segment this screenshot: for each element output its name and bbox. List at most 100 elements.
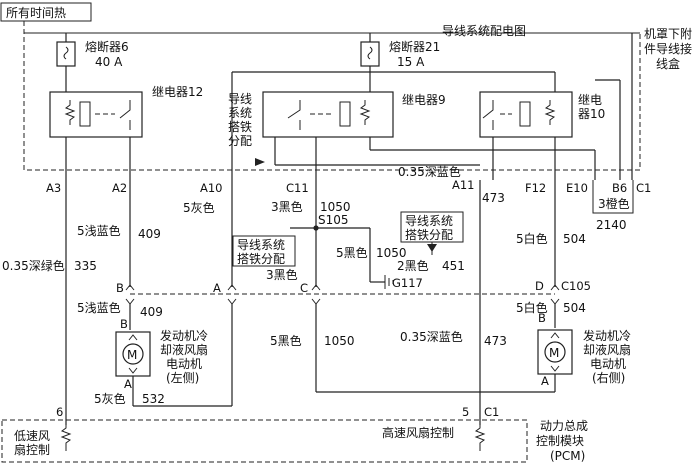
motor-right-circle — [544, 341, 566, 363]
pin-e10: E10 — [566, 181, 588, 195]
ground-box2-line2: 搭铁分配 — [405, 228, 453, 242]
pcm-name-1: 动力总成 — [540, 419, 588, 433]
bus-label: 导线系统配电图 — [442, 24, 526, 38]
pin-b6: B6 — [612, 181, 627, 195]
label-w1050c: 5黑色 — [270, 334, 302, 348]
motor-right-name-3: 电动机 — [590, 357, 626, 371]
pcm-pin-5: 5 — [462, 405, 469, 419]
ground-box1 — [232, 235, 296, 267]
pcm-name-2: 控制模块 — [536, 434, 584, 448]
motor-left-name-1: 发动机冷 — [160, 328, 208, 343]
pcm-pin-c1: C1 — [484, 405, 499, 419]
label-w409b: 5浅蓝色 — [77, 301, 121, 315]
motor-left-pin-b: B — [120, 317, 128, 331]
label-n1050a: 1050 — [320, 200, 351, 214]
relay12-switch — [119, 100, 131, 130]
motor-right-pin-b: B — [538, 311, 546, 325]
high-speed-label: 高速风扇控制 — [382, 425, 454, 440]
ground-note-3: 搭铁 — [228, 120, 252, 134]
conn-b-arrow-lower — [125, 298, 135, 305]
relay12-label: 继电器12 — [152, 85, 203, 99]
conn-a-arrow — [227, 284, 237, 291]
conn-label-c105: C105 — [561, 279, 591, 293]
motor-left-name-3: 电动机 — [166, 357, 202, 371]
ground-note-2: 系统 — [228, 106, 252, 120]
label-n504a: 504 — [563, 232, 586, 246]
label-s105: S105 — [318, 213, 349, 227]
conn-d-arrow — [550, 284, 560, 291]
label-w335: 0.35深绿色 — [2, 258, 65, 273]
ground-box1-line2: 搭铁分配 — [237, 252, 285, 266]
pcm-pin-6: 6 — [56, 405, 63, 419]
ground-note-4: 分配 — [228, 134, 252, 148]
pin-f12: F12 — [525, 181, 546, 195]
conn-b-arrow — [125, 284, 135, 291]
motor-left-name-2: 却液风扇 — [160, 342, 208, 357]
motor-left-circle — [122, 343, 144, 365]
relay10-box — [479, 91, 573, 138]
relay9-coil — [339, 101, 351, 127]
pin-c1: C1 — [636, 181, 651, 195]
ground-box2-line1: 导线系统 — [405, 214, 453, 228]
motor-left-pin-a: A — [124, 377, 132, 391]
label-w2140: 3橙色 — [598, 196, 630, 211]
relay10-switch — [482, 100, 494, 130]
motor-right-name-1: 发动机冷 — [583, 328, 631, 343]
pin-a2: A2 — [112, 181, 127, 195]
relay9-box — [262, 91, 394, 138]
box-note-3: 线盒 — [656, 56, 680, 71]
motor-right-pin-a: A — [541, 374, 549, 388]
fuse6-rating: 40 A — [95, 55, 123, 69]
label-w473a: 0.35深蓝色 — [398, 165, 461, 179]
label-n335: 335 — [74, 259, 97, 273]
label-w409a: 5浅蓝色 — [77, 224, 121, 238]
motor-left-arrows — [128, 334, 138, 374]
motor-left-name-4: (左侧) — [166, 370, 199, 385]
label-n451b: 451 — [442, 259, 465, 273]
relay10-coil-resistor — [544, 100, 556, 125]
relay12-coil-resistor — [64, 100, 76, 125]
relay9-coil-resistor — [359, 100, 371, 125]
label-w451b: 2黑色 — [397, 259, 429, 273]
ground-box2-arrow — [427, 244, 437, 252]
pcm-low-resistor — [60, 425, 72, 451]
header-box — [0, 2, 92, 22]
relay12-box — [49, 91, 143, 138]
g117-ground-symbol — [384, 275, 394, 289]
pin-a11: A11 — [452, 178, 475, 192]
label-n504b: 504 — [563, 301, 586, 315]
conn-letter-c: C — [300, 281, 308, 295]
header-label: 所有时间热 — [6, 6, 66, 20]
b6-bracket — [592, 180, 634, 214]
label-n532b: 532 — [142, 392, 165, 406]
box-note-2: 件导线接 — [644, 41, 692, 56]
conn-d-arrow-lower — [550, 298, 560, 305]
ground-box1-line1: 导线系统 — [237, 238, 285, 252]
motor-left-symbol: M — [127, 348, 137, 362]
label-n473b: 473 — [484, 334, 507, 348]
relay12-coil — [79, 101, 91, 127]
relay10-label-1: 继电 — [578, 93, 602, 107]
conn-c-arrow — [311, 284, 321, 291]
pin-a10: A10 — [200, 181, 223, 195]
motor-right-symbol: M — [549, 346, 559, 360]
label-w532a: 5灰色 — [183, 201, 215, 215]
motor-right-name-4: (右侧) — [592, 370, 625, 385]
relay9-switch — [287, 100, 301, 130]
conn-a-arrow-lower — [227, 298, 237, 305]
conn-letter-b: B — [116, 281, 124, 295]
label-w473b: 0.35深蓝色 — [400, 330, 463, 344]
conn-letter-d: D — [535, 279, 544, 293]
label-w504b: 5白色 — [516, 300, 548, 315]
label-w1050a: 3黑色 — [271, 200, 303, 214]
conn-c-arrow-lower — [311, 298, 321, 305]
fuse6-element — [63, 46, 69, 60]
label-w451: 5黑色 — [336, 246, 368, 260]
pin-a3: A3 — [46, 181, 61, 195]
pcm-high-resistor — [474, 425, 486, 451]
relay9-label: 继电器9 — [402, 93, 446, 107]
ground-note-arrow — [255, 158, 265, 166]
g117-label: G117 — [392, 276, 423, 290]
label-n409a: 409 — [138, 227, 161, 241]
